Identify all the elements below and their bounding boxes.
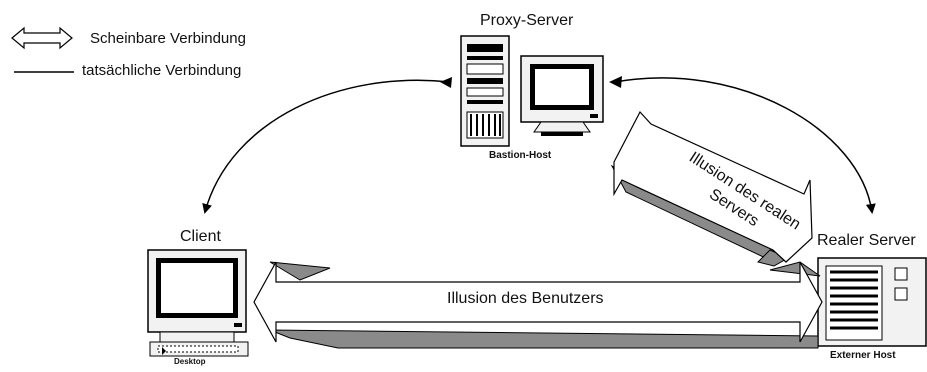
client-computer — [147, 249, 249, 357]
user-illusion-arrow — [253, 261, 823, 349]
real-proxy-start-arrow — [609, 76, 622, 88]
legend-actual-label: tatsächliche Verbindung — [82, 62, 242, 79]
user-illusion-label: Illusion des Benutzers — [447, 290, 604, 307]
legend-apparent-label: Scheinbare Verbindung — [90, 30, 246, 47]
real-title: Realer Server — [817, 232, 916, 249]
proxy-title: Proxy-Server — [480, 12, 574, 29]
proxy-client-start-arrow — [440, 77, 452, 88]
real-server — [817, 257, 927, 347]
client-title: Client — [180, 228, 221, 245]
client-caption: Desktop — [174, 357, 206, 366]
legend-apparent-icon — [11, 26, 73, 50]
server-illusion-arrow — [610, 110, 813, 267]
proxy-real-connection — [614, 77, 876, 214]
client-proxy-connection — [202, 79, 451, 214]
proxy-monitor — [520, 55, 604, 136]
proxy-caption: Bastion-Host — [489, 150, 552, 161]
real-caption: Externer Host — [830, 350, 896, 361]
proxy-tower — [460, 35, 510, 147]
